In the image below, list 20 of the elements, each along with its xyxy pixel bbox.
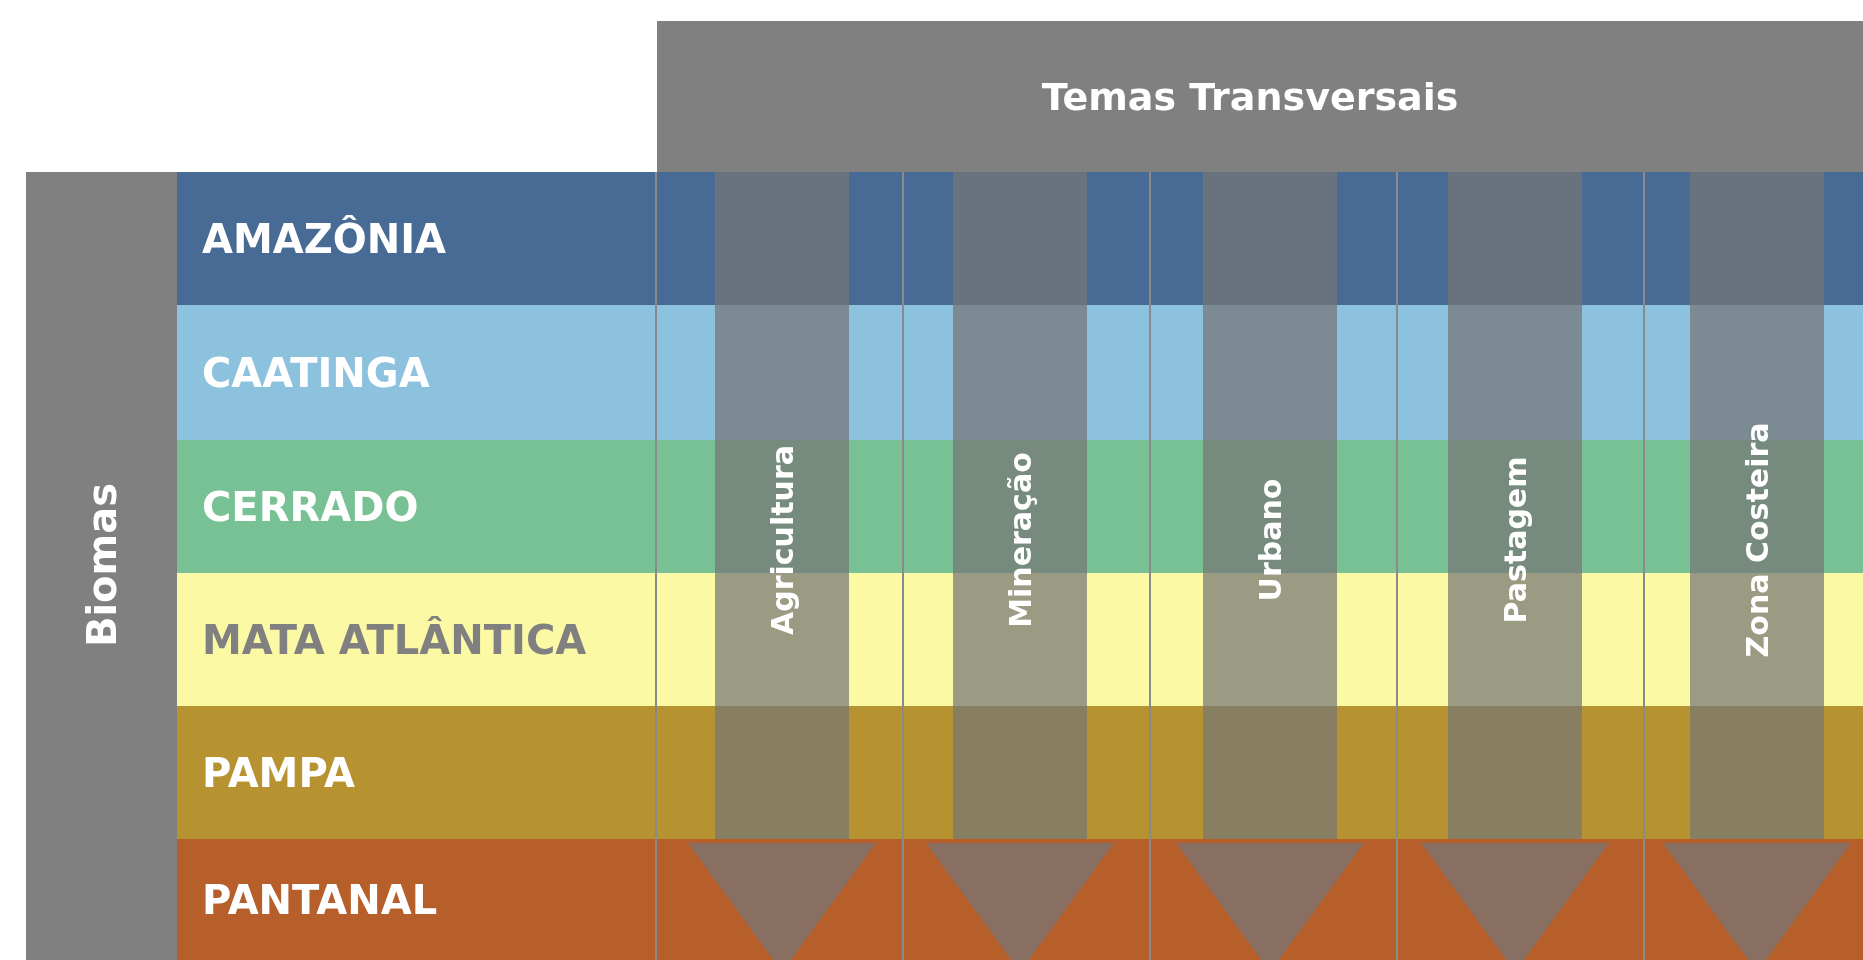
column-label: Zona Costeira xyxy=(1739,422,1775,658)
row-label: PAMPA xyxy=(202,749,355,796)
header-title: Temas Transversais xyxy=(1041,74,1459,119)
side-title: Biomas xyxy=(78,482,125,648)
column-label: Mineração xyxy=(1002,452,1038,628)
header-band xyxy=(657,21,1863,172)
theme-column xyxy=(1421,172,1609,960)
row-label: CERRADO xyxy=(202,483,419,530)
theme-column xyxy=(688,172,876,960)
row-label: MATA ATLÂNTICA xyxy=(202,616,587,663)
theme-column xyxy=(1663,172,1851,960)
column-label: Pastagem xyxy=(1497,456,1533,624)
row-label: CAATINGA xyxy=(202,349,430,396)
theme-column xyxy=(1176,172,1364,960)
column-label: Agricultura xyxy=(764,445,800,635)
row-label: PANTANAL xyxy=(202,876,438,923)
row-label: AMAZÔNIA xyxy=(202,215,447,262)
side-band xyxy=(26,172,177,960)
column-label: Urbano xyxy=(1252,478,1288,602)
theme-column xyxy=(926,172,1114,960)
